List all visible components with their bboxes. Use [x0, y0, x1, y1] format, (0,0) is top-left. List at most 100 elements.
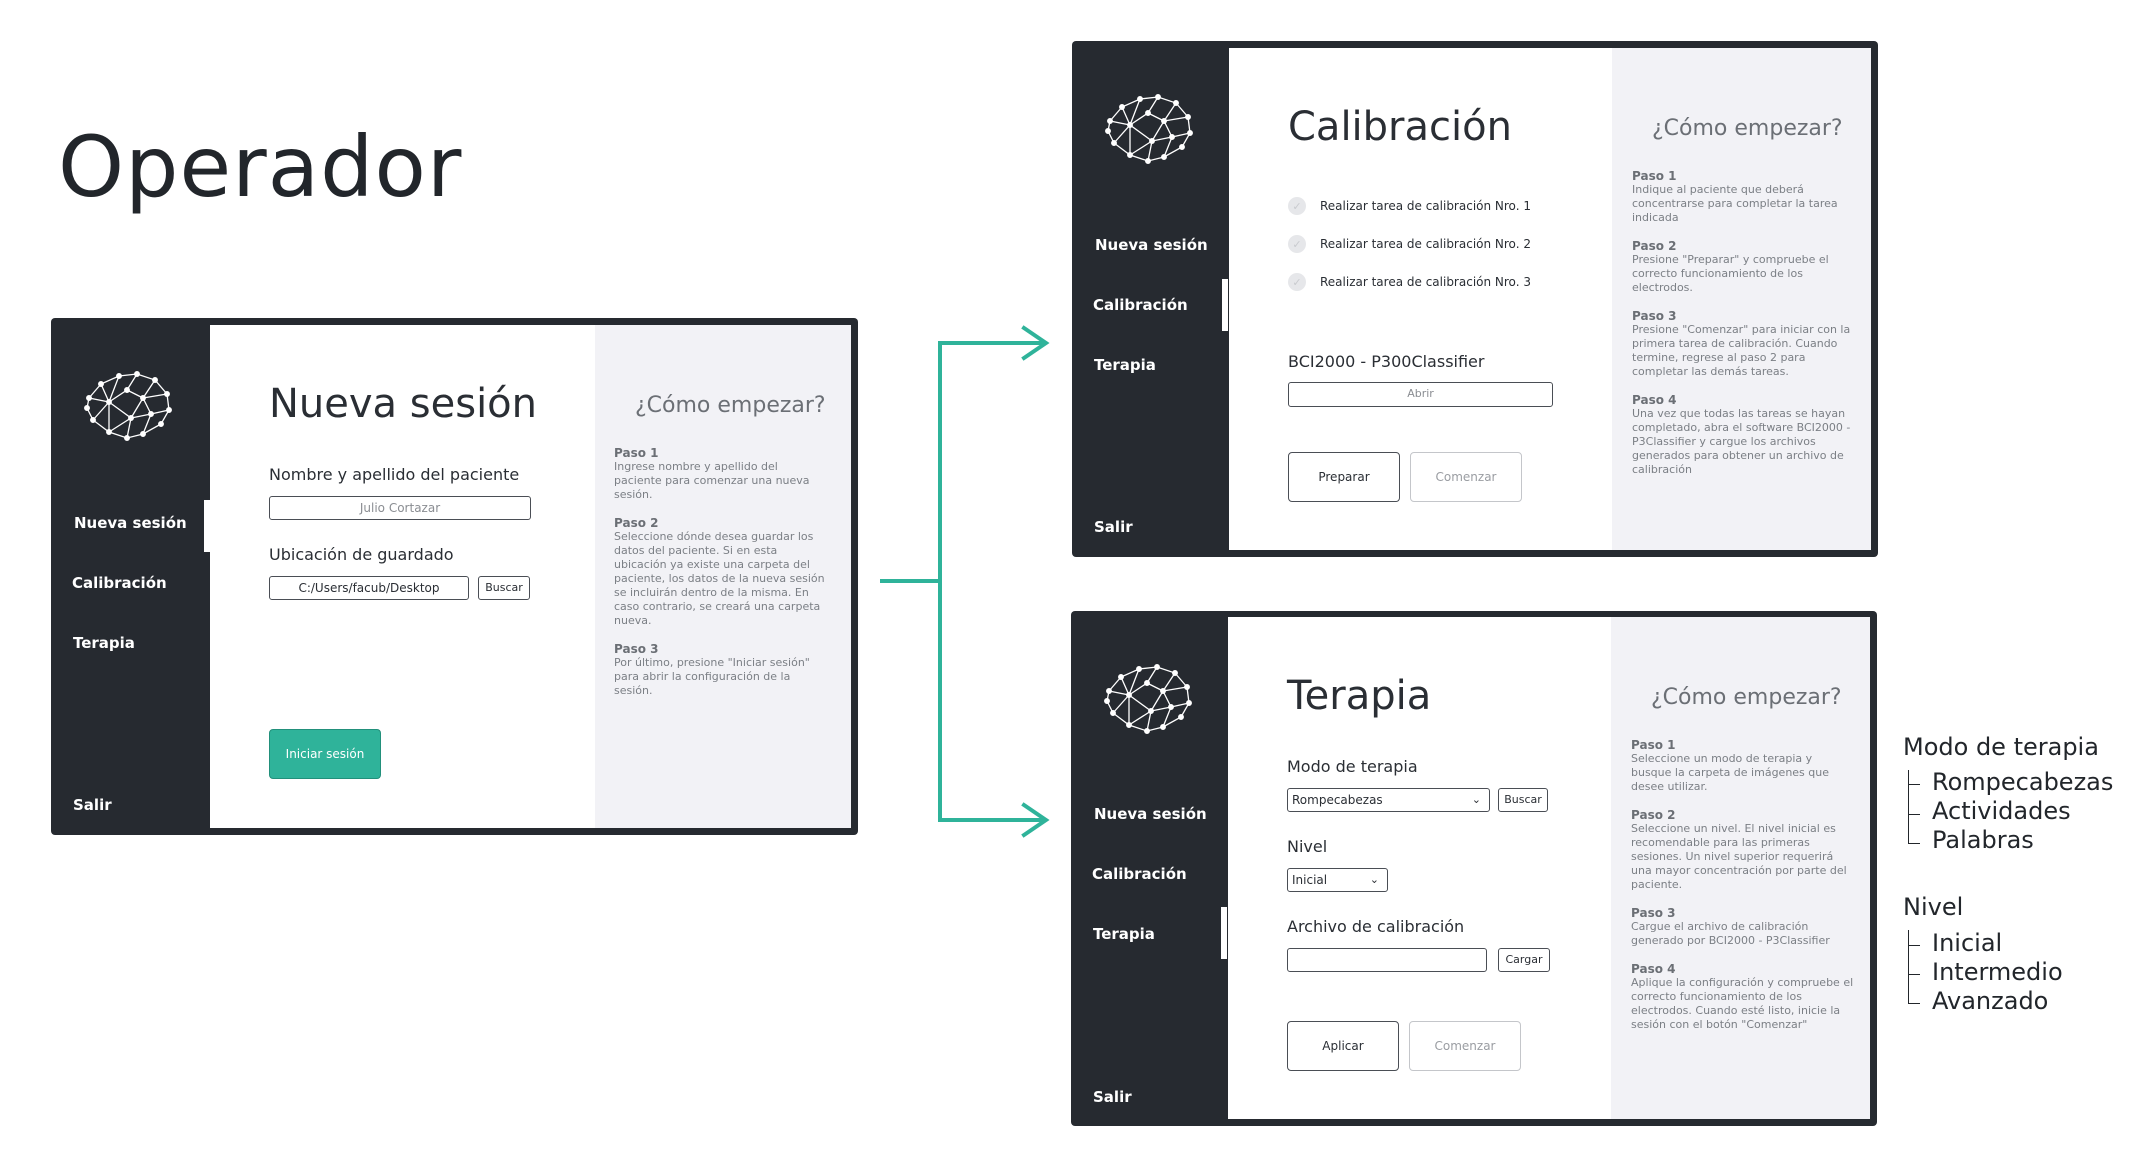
calibration-task[interactable]: ✓ Realizar tarea de calibración Nro. 3: [1288, 273, 1531, 291]
nav-salir[interactable]: Salir: [1093, 1088, 1132, 1106]
ubicacion-input[interactable]: C:/Users/facub/Desktop: [269, 576, 469, 600]
help-steps: Paso 1 Indique al paciente que deberá co…: [1632, 169, 1854, 491]
software-label: BCI2000 - P300Classifier: [1288, 352, 1485, 371]
sidebar: Nueva sesión Calibración Terapia Salir: [51, 318, 210, 835]
nav-nueva-sesion[interactable]: Nueva sesión: [1094, 805, 1207, 823]
step-title: Paso 3: [1631, 906, 1676, 920]
iniciar-sesion-button[interactable]: Iniciar sesión: [269, 729, 381, 779]
nav-terapia[interactable]: Terapia: [73, 634, 135, 652]
check-circle-icon: ✓: [1288, 235, 1306, 253]
step-title: Paso 1: [614, 446, 659, 460]
help-title: ¿Cómo empezar?: [635, 393, 826, 418]
arrow-right-icon: [938, 325, 1050, 361]
main-content: Calibración ✓ Realizar tarea de calibrac…: [1229, 48, 1612, 550]
screen-title: Terapia: [1287, 673, 1432, 719]
archivo-label: Archivo de calibración: [1287, 917, 1465, 936]
main-content: Nueva sesión Nombre y apellido del pacie…: [210, 325, 595, 828]
nivel-select[interactable]: Inicial ⌄: [1287, 868, 1388, 892]
cargar-button[interactable]: Cargar: [1498, 948, 1550, 972]
nivel-select-value: Inicial: [1292, 873, 1328, 887]
brain-network-icon: [1104, 664, 1192, 734]
tree-tick: [1908, 1003, 1920, 1004]
help-steps: Paso 1 Seleccione un modo de terapia y b…: [1631, 738, 1856, 1046]
step-text: Ingrese nombre y apellido del paciente p…: [614, 460, 810, 501]
nav-calibracion[interactable]: Calibración: [72, 574, 167, 592]
step-title: Paso 4: [1632, 393, 1677, 407]
nav-nueva-sesion[interactable]: Nueva sesión: [74, 514, 187, 532]
screen-title: Nueva sesión: [269, 381, 538, 427]
active-nav-indicator: [1222, 279, 1228, 331]
step-title: Paso 3: [614, 642, 659, 656]
calibration-task[interactable]: ✓ Realizar tarea de calibración Nro. 2: [1288, 235, 1531, 253]
step-text: Aplique la configuración y compruebe el …: [1631, 976, 1854, 1031]
step-title: Paso 2: [1631, 808, 1676, 822]
step-text: Seleccione un nivel. El nivel inicial es…: [1631, 822, 1847, 891]
terapia-window: Nueva sesión Calibración Terapia Salir T…: [1071, 611, 1877, 1126]
step-title: Paso 1: [1632, 169, 1677, 183]
archivo-input[interactable]: [1287, 948, 1487, 972]
arrow-right-icon: [938, 802, 1050, 838]
ubicacion-label: Ubicación de guardado: [269, 545, 454, 564]
help-panel: ¿Cómo empezar? Paso 1 Indique al pacient…: [1612, 48, 1871, 550]
modo-label: Modo de terapia: [1287, 757, 1418, 776]
nueva-sesion-window: Nueva sesión Calibración Terapia Salir N…: [51, 318, 858, 835]
modo-select-value: Rompecabezas: [1292, 793, 1383, 807]
nombre-input[interactable]: Julio Cortazar: [269, 496, 531, 520]
chevron-down-icon: ⌄: [1369, 873, 1379, 886]
aplicar-button[interactable]: Aplicar: [1287, 1021, 1399, 1071]
page-title: Operador: [58, 118, 463, 216]
tree-tick: [1908, 784, 1920, 785]
comenzar-button[interactable]: Comenzar: [1410, 452, 1522, 502]
help-panel: ¿Cómo empezar? Paso 1 Seleccione un modo…: [1611, 617, 1870, 1119]
step-title: Paso 4: [1631, 962, 1676, 976]
main-content: Terapia Modo de terapia Rompecabezas ⌄ B…: [1228, 617, 1611, 1119]
tree-line: [1908, 770, 1909, 843]
buscar-button[interactable]: Buscar: [478, 576, 530, 600]
calibracion-window: Nueva sesión Calibración Terapia Salir C…: [1072, 41, 1878, 557]
nivel-legend-title: Nivel: [1903, 893, 1964, 921]
brain-network-icon: [1105, 94, 1193, 164]
abrir-button[interactable]: Abrir: [1288, 382, 1553, 407]
help-steps: Paso 1 Ingrese nombre y apellido del pac…: [614, 446, 826, 712]
calibration-task[interactable]: ✓ Realizar tarea de calibración Nro. 1: [1288, 197, 1531, 215]
step-text: Presione "Preparar" y compruebe el corre…: [1632, 253, 1829, 294]
step-text: Cargue el archivo de calibración generad…: [1631, 920, 1830, 947]
tree-tick: [1908, 843, 1920, 844]
nav-terapia[interactable]: Terapia: [1093, 925, 1155, 943]
legend-item: Palabras: [1932, 826, 2034, 854]
task-label: Realizar tarea de calibración Nro. 1: [1320, 199, 1531, 213]
nav-salir[interactable]: Salir: [73, 796, 112, 814]
preparar-button[interactable]: Preparar: [1288, 452, 1400, 502]
buscar-button[interactable]: Buscar: [1498, 788, 1548, 812]
chevron-down-icon: ⌄: [1471, 793, 1481, 806]
nav-calibracion[interactable]: Calibración: [1093, 296, 1188, 314]
step-text: Seleccione un modo de terapia y busque l…: [1631, 752, 1830, 793]
legend-item: Inicial: [1932, 929, 2003, 957]
legend-item: Intermedio: [1932, 958, 2063, 986]
help-title: ¿Cómo empezar?: [1652, 116, 1843, 141]
nav-terapia[interactable]: Terapia: [1094, 356, 1156, 374]
comenzar-button[interactable]: Comenzar: [1409, 1021, 1521, 1071]
help-title: ¿Cómo empezar?: [1651, 685, 1842, 710]
step-text: Una vez que todas las tareas se hayan co…: [1632, 407, 1851, 476]
task-label: Realizar tarea de calibración Nro. 2: [1320, 237, 1531, 251]
tree-tick: [1908, 814, 1920, 815]
step-text: Seleccione dónde desea guardar los datos…: [614, 530, 825, 627]
task-label: Realizar tarea de calibración Nro. 3: [1320, 275, 1531, 289]
legend-item: Actividades: [1932, 797, 2071, 825]
step-title: Paso 2: [1632, 239, 1677, 253]
sidebar: Nueva sesión Calibración Terapia Salir: [1072, 41, 1228, 557]
nombre-label: Nombre y apellido del paciente: [269, 465, 520, 484]
help-panel: ¿Cómo empezar? Paso 1 Ingrese nombre y a…: [595, 325, 851, 828]
check-circle-icon: ✓: [1288, 197, 1306, 215]
nav-nueva-sesion[interactable]: Nueva sesión: [1095, 236, 1208, 254]
nav-salir[interactable]: Salir: [1094, 518, 1133, 536]
modo-select[interactable]: Rompecabezas ⌄: [1287, 788, 1490, 812]
step-text: Por último, presione "Iniciar sesión" pa…: [614, 656, 810, 697]
nivel-label: Nivel: [1287, 837, 1328, 856]
legend-item: Avanzado: [1932, 987, 2049, 1015]
legend-item: Rompecabezas: [1932, 768, 2114, 796]
nav-calibracion[interactable]: Calibración: [1092, 865, 1187, 883]
step-title: Paso 2: [614, 516, 659, 530]
